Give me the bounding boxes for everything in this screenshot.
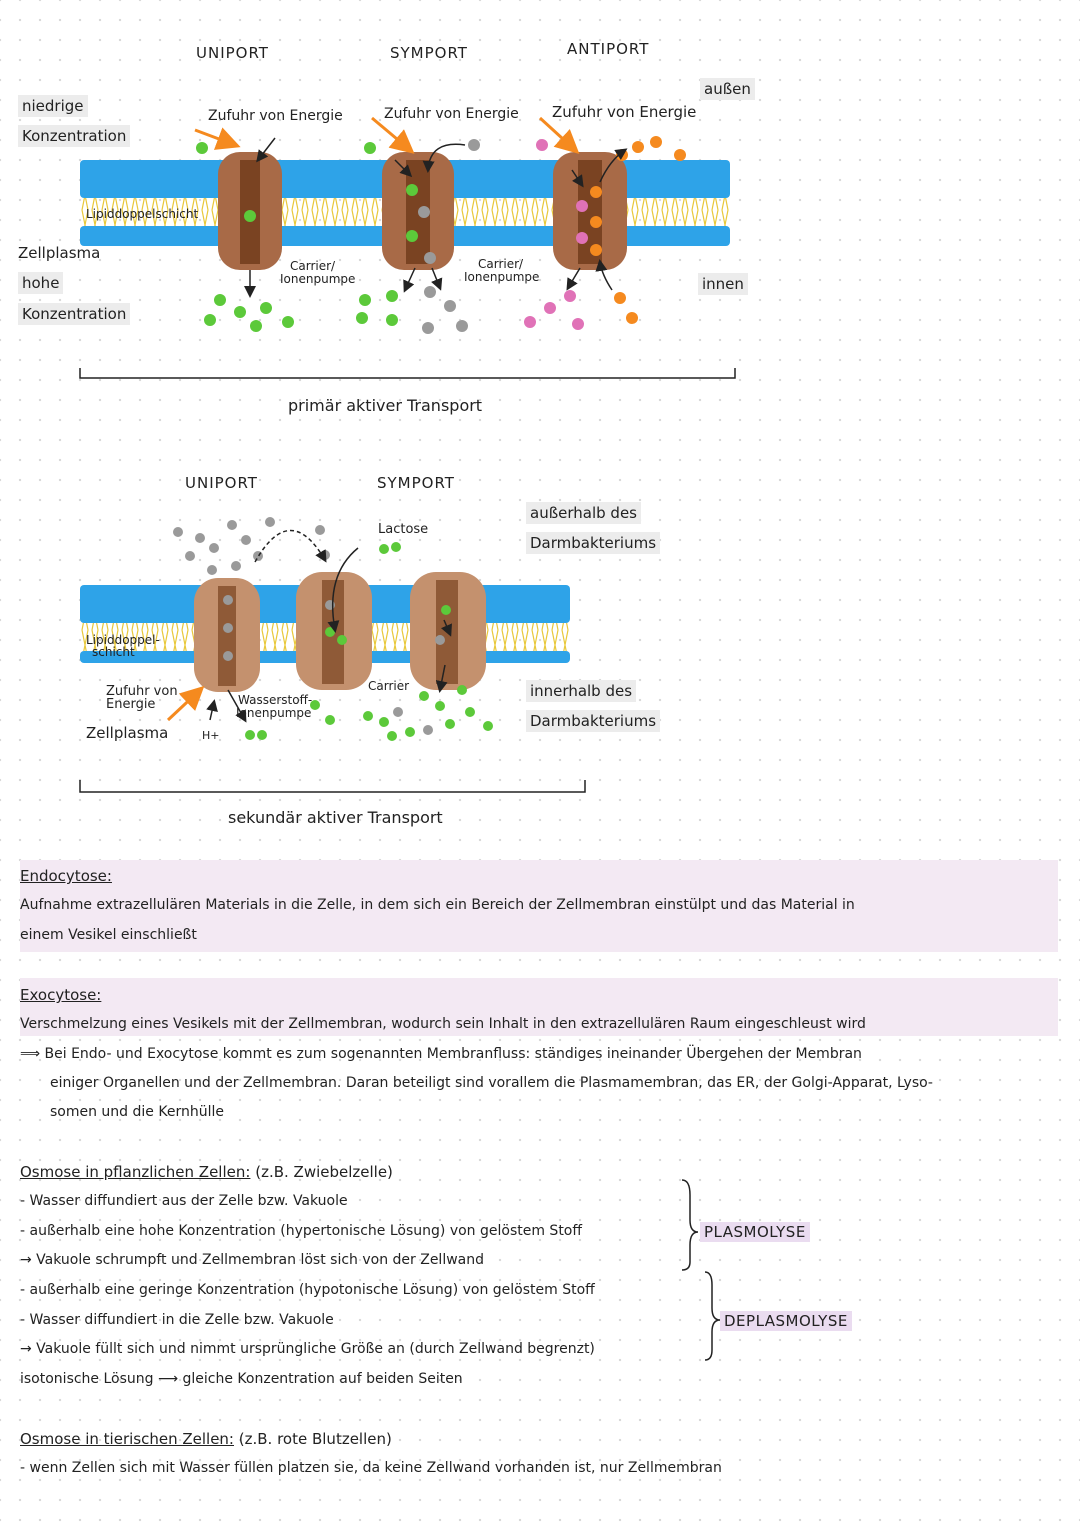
secondary-cytoplasm-label: Zellplasma [86, 724, 169, 742]
primary-carrier-label-2b: Ionenpumpe [464, 270, 540, 284]
inside-bacterium-label-1: innerhalb des [526, 680, 637, 702]
exocytose-line-3: einiger Organellen und der Zellmembran. … [50, 1075, 933, 1091]
hydrogen-pump-label-2: Ionenpumpe [236, 706, 312, 720]
low-concentration-label-2: Konzentration [18, 125, 131, 147]
osmose-plant-example: (z.B. Zwiebelzelle) [255, 1163, 393, 1181]
primary-carrier-label-2a: Carrier/ [478, 257, 524, 271]
primary-energy-label-2: Zufuhr von Energie [384, 106, 519, 122]
secondary-uniport-protein [194, 578, 260, 692]
primary-symport-heading: SYMPORT [390, 44, 468, 62]
primary-uniport-heading: UNIPORT [196, 44, 269, 62]
secondary-energy-label-1: Zufuhr von [106, 684, 178, 699]
inside-label: innen [698, 273, 748, 295]
primary-lipid-label: Lipiddoppelschicht [86, 207, 199, 221]
endocytose-line-1: Aufnahme extrazellulären Materials in di… [20, 897, 855, 913]
primary-symport-protein [382, 152, 454, 270]
osmose-animal-heading: Osmose in tierischen Zellen: (z.B. rote … [20, 1430, 392, 1448]
primary-energy-label-1: Zufuhr von Energie [208, 108, 343, 124]
exocytose-highlight [20, 978, 1058, 1036]
osmose-animal-title: Osmose in tierischen Zellen: [20, 1430, 234, 1448]
secondary-carrier-label: Carrier [368, 679, 410, 693]
secondary-lipid-label-2: schicht [92, 645, 135, 659]
osmose-plant-line-6: → Vakuole füllt sich und nimmt ursprüngl… [20, 1341, 595, 1357]
exocytose-title: Exocytose: [20, 986, 102, 1004]
low-concentration-label-1: niedrige [18, 95, 88, 117]
deplasmolyse-tag: DEPLASMOLYSE [720, 1311, 852, 1331]
osmose-plant-line-1: - Wasser diffundiert aus der Zelle bzw. … [20, 1193, 348, 1209]
high-concentration-label-1: hohe [18, 272, 64, 294]
osmose-plant-title: Osmose in pflanzlichen Zellen: [20, 1163, 251, 1181]
osmose-plant-line-4: - außerhalb eine geringe Konzentration (… [20, 1282, 595, 1298]
exocytose-line-4: somen und die Kernhülle [50, 1104, 224, 1120]
outside-label: außen [700, 78, 755, 100]
secondary-symport-heading: SYMPORT [377, 474, 455, 492]
primary-carrier-label-1a: Carrier/ [290, 259, 336, 273]
osmose-animal-line-1: - wenn Zellen sich mit Wasser füllen pla… [20, 1460, 722, 1476]
high-concentration-label-2: Konzentration [18, 303, 131, 325]
endocytose-highlight [20, 860, 1058, 952]
osmose-animal-example: (z.B. rote Blutzellen) [238, 1430, 392, 1448]
plasmolyse-tag: PLASMOLYSE [700, 1222, 810, 1242]
osmose-plant-line-2: - außerhalb eine hohe Konzentration (hyp… [20, 1223, 583, 1239]
primary-antiport-protein [553, 152, 627, 270]
secondary-uniport-heading: UNIPORT [185, 474, 258, 492]
hydrogen-pump-label-1: Wasserstoff- [238, 693, 313, 707]
secondary-energy-label-2: Energie [106, 697, 156, 712]
primary-carrier-label-1b: Ionenpumpe [280, 272, 356, 286]
primary-caption: primär aktiver Transport [288, 396, 483, 415]
secondary-caption: sekundär aktiver Transport [228, 808, 443, 827]
endocytose-line-2: einem Vesikel einschließt [20, 927, 197, 943]
osmose-plant-line-3: → Vakuole schrumpft und Zellmembran löst… [20, 1252, 485, 1268]
outside-bacterium-label-1: außerhalb des [526, 502, 641, 524]
lactose-label: Lactose [378, 522, 429, 537]
cytoplasm-label: Zellplasma [18, 244, 101, 262]
primary-energy-label-3: Zufuhr von Energie [552, 103, 697, 121]
endocytose-title: Endocytose: [20, 867, 112, 885]
primary-antiport-heading: ANTIPORT [567, 40, 650, 58]
osmose-plant-line-7: isotonische Lösung ⟶ gleiche Konzentrati… [20, 1371, 463, 1387]
osmose-plant-line-5: - Wasser diffundiert in die Zelle bzw. V… [20, 1312, 334, 1328]
outside-bacterium-label-2: Darmbakteriums [526, 532, 661, 554]
osmose-plant-heading: Osmose in pflanzlichen Zellen: (z.B. Zwi… [20, 1163, 393, 1181]
secondary-lipid-label-1: Lipiddoppel- [86, 633, 160, 647]
exocytose-line-2: ⟹ Bei Endo- und Exocytose kommt es zum s… [20, 1046, 862, 1062]
exocytose-line-1: Verschmelzung eines Vesikels mit der Zel… [20, 1016, 866, 1032]
hydrogen-ion-label: H+ [202, 729, 220, 742]
inside-bacterium-label-2: Darmbakteriums [526, 710, 661, 732]
